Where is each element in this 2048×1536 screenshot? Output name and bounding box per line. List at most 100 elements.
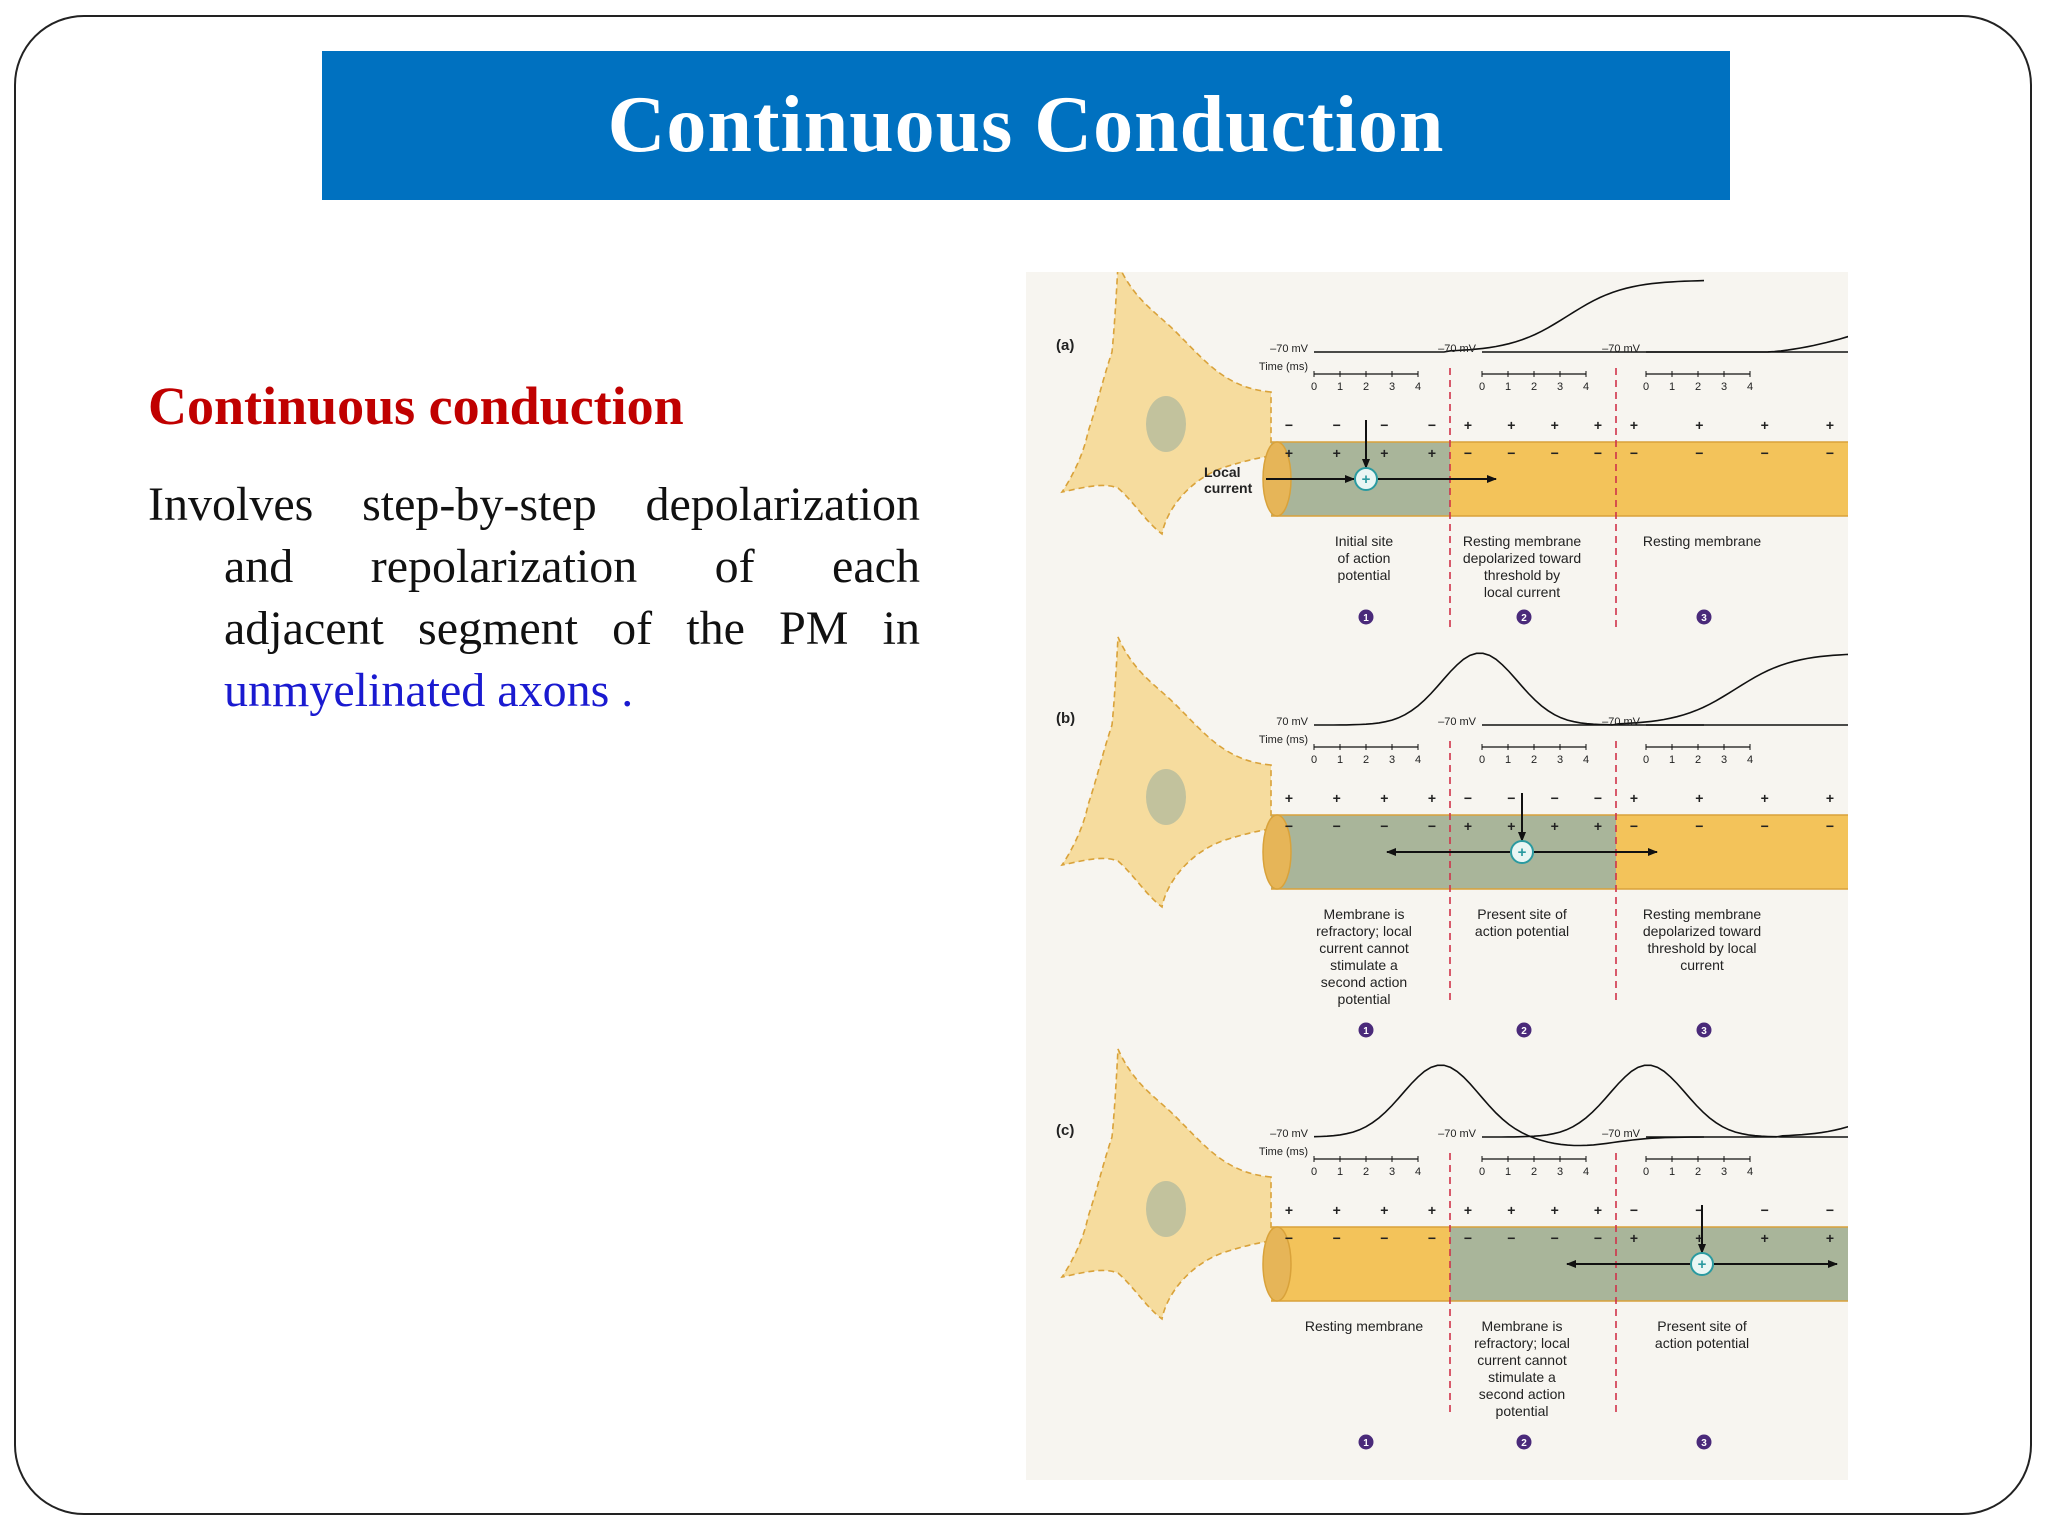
charge-inner: −: [1594, 445, 1602, 461]
time-tick-label: 2: [1531, 1166, 1537, 1178]
charge-outer: +: [1551, 417, 1559, 433]
charge-inner: −: [1464, 445, 1472, 461]
charge-outer: +: [1551, 1202, 1559, 1218]
time-tick-label: 2: [1363, 381, 1369, 393]
charge-inner: −: [1695, 445, 1703, 461]
time-tick-label: 0: [1479, 1166, 1485, 1178]
step-number: 1: [1363, 1438, 1369, 1449]
membrane-potential-label: –70 mV: [1270, 1128, 1309, 1140]
time-tick-label: 4: [1747, 1166, 1753, 1178]
segment-caption: potential: [1338, 567, 1391, 583]
membrane-potential-label: –70 mV: [1438, 343, 1477, 355]
segment-caption: depolarized toward: [1463, 550, 1581, 566]
word: PM: [779, 602, 849, 655]
time-tick-label: 4: [1415, 1166, 1421, 1178]
charge-outer: +: [1285, 790, 1293, 806]
membrane-potential-label: –70 mV: [1438, 716, 1477, 728]
time-tick-label: 1: [1505, 381, 1511, 393]
charge-inner: +: [1464, 818, 1472, 834]
time-tick-label: 2: [1695, 754, 1701, 766]
time-tick-label: 3: [1389, 754, 1395, 766]
action-potential-trace: [1482, 653, 1848, 726]
time-tick-label: 0: [1479, 754, 1485, 766]
highlighted-term: unmyelinated axons .: [224, 664, 634, 717]
local-current-label: Local: [1204, 464, 1241, 480]
segment-caption: current cannot: [1477, 1352, 1567, 1368]
action-potential-site-marker: [1690, 1252, 1714, 1276]
nucleus: [1146, 1181, 1186, 1237]
time-tick-label: 0: [1311, 1166, 1317, 1178]
step-badge: [1696, 1022, 1712, 1038]
time-tick-label: 4: [1747, 754, 1753, 766]
segment-caption: Resting membrane: [1463, 533, 1581, 549]
membrane-potential-label: –70 mV: [1602, 716, 1641, 728]
action-potential-trace: [1314, 652, 1704, 726]
charge-outer: −: [1826, 1202, 1834, 1218]
segment-caption: action potential: [1475, 923, 1569, 939]
charge-outer: −: [1551, 790, 1559, 806]
body-line-3: adjacent segment of the PM in: [148, 598, 920, 660]
time-tick-label: 4: [1747, 381, 1753, 393]
charge-outer: +: [1285, 1202, 1293, 1218]
membrane-potential-label: –70 mV: [1270, 343, 1309, 355]
action-potential-site-marker: [1510, 840, 1534, 864]
axon-segment-resting: [1271, 1227, 1450, 1301]
time-tick-label: 1: [1669, 1166, 1675, 1178]
segment-caption: current: [1680, 957, 1724, 973]
step-number: 3: [1701, 1438, 1707, 1449]
time-tick-label: 1: [1669, 754, 1675, 766]
time-tick-label: 4: [1583, 754, 1589, 766]
charge-outer: +: [1594, 417, 1602, 433]
time-tick-label: 0: [1311, 381, 1317, 393]
step-badge: [1696, 609, 1712, 625]
charge-outer: −: [1285, 417, 1293, 433]
charge-outer: −: [1333, 417, 1341, 433]
charge-outer: −: [1594, 790, 1602, 806]
charge-inner: −: [1380, 1230, 1388, 1246]
step-badge: [1358, 609, 1374, 625]
charge-outer: +: [1507, 1202, 1515, 1218]
action-potential-site-marker: [1354, 467, 1378, 491]
charge-inner: −: [1333, 1230, 1341, 1246]
panel-label: (a): [1056, 337, 1074, 354]
charge-inner: −: [1551, 1230, 1559, 1246]
time-tick-label: 4: [1583, 1166, 1589, 1178]
segment-caption: depolarized toward: [1643, 923, 1761, 939]
axon-cut-end: [1262, 1226, 1292, 1302]
step-number: 2: [1521, 613, 1527, 624]
charge-inner: −: [1507, 1230, 1515, 1246]
charge-inner: +: [1507, 818, 1515, 834]
word: segment: [418, 602, 579, 655]
body-line-4: unmyelinated axons .: [148, 660, 920, 722]
charge-inner: +: [1285, 445, 1293, 461]
word: step-by-step: [362, 478, 597, 531]
time-tick-label: 4: [1583, 381, 1589, 393]
charge-outer: +: [1428, 1202, 1436, 1218]
time-tick-label: 1: [1337, 754, 1343, 766]
charge-outer: +: [1761, 417, 1769, 433]
segment-caption: Present site of: [1477, 906, 1567, 922]
site-marker-plus: +: [1518, 844, 1527, 861]
time-tick-label: 0: [1311, 754, 1317, 766]
conduction-diagram: (a)−+−+−+−++−+−+−+−+−+−+−+−Localcurrent+…: [1056, 272, 1848, 1450]
charge-outer: +: [1630, 790, 1638, 806]
time-tick-label: 2: [1531, 754, 1537, 766]
charge-inner: −: [1507, 445, 1515, 461]
time-tick-label: 2: [1695, 1166, 1701, 1178]
time-axis-label: Time (ms): [1259, 734, 1308, 746]
time-tick-label: 4: [1415, 381, 1421, 393]
word: and: [224, 540, 294, 593]
time-tick-label: 3: [1557, 381, 1563, 393]
site-marker-plus: +: [1698, 1256, 1707, 1273]
charge-inner: −: [1285, 1230, 1293, 1246]
segment-caption: local current: [1484, 584, 1560, 600]
charge-inner: −: [1761, 445, 1769, 461]
charge-inner: −: [1551, 445, 1559, 461]
charge-inner: +: [1428, 445, 1436, 461]
axon-cut-end: [1262, 814, 1292, 890]
membrane-potential-label: –70 mV: [1602, 1128, 1641, 1140]
segment-caption: current cannot: [1319, 940, 1409, 956]
action-potential-trace: [1482, 335, 1848, 353]
segment-caption: Membrane is: [1482, 1318, 1563, 1334]
time-tick-label: 1: [1669, 381, 1675, 393]
